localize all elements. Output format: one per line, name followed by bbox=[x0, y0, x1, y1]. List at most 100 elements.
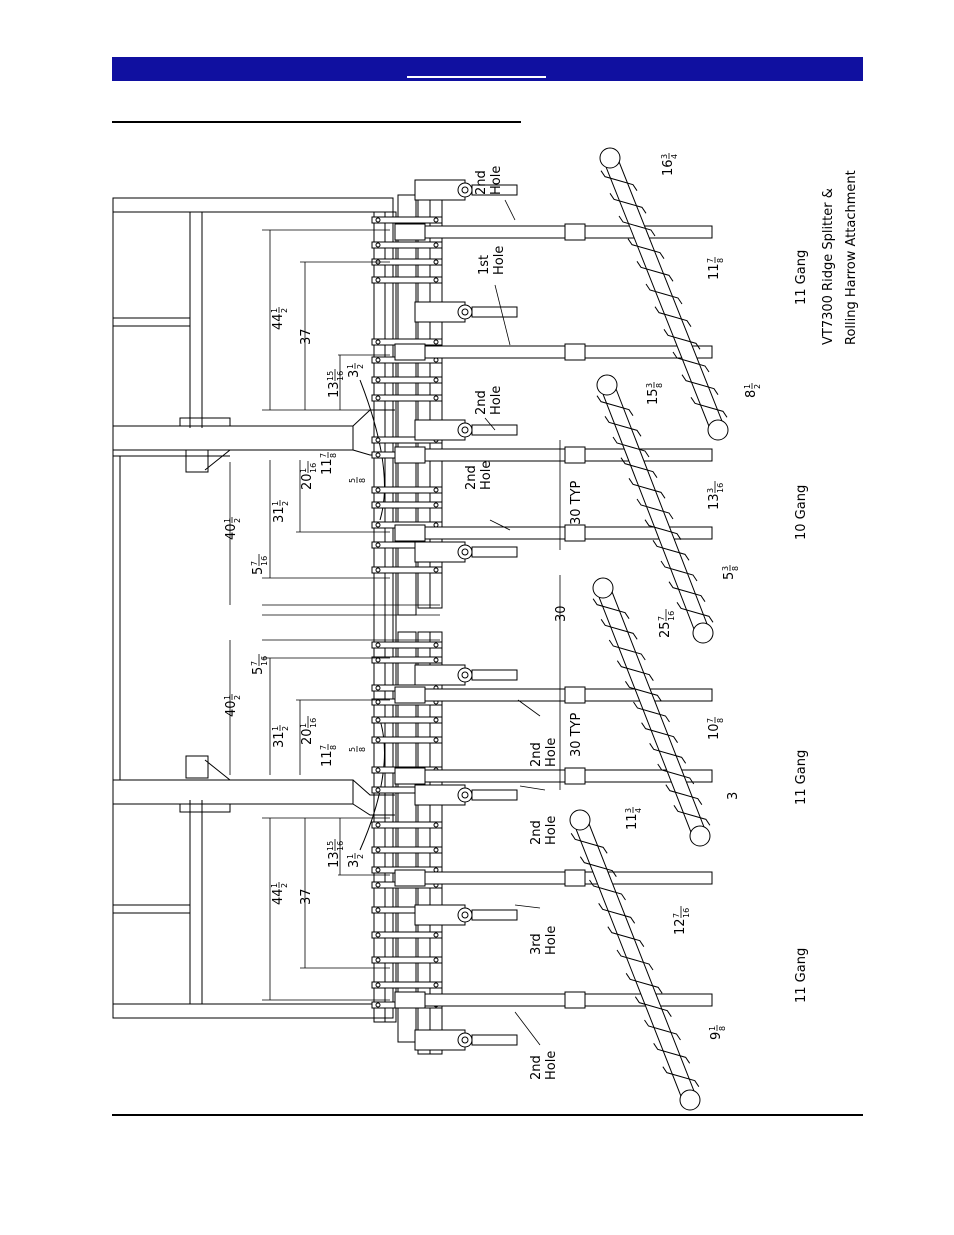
toolbar-clamp bbox=[371, 956, 443, 964]
harrow-gang bbox=[569, 809, 701, 1111]
gang-label: 10 Gang bbox=[794, 485, 809, 540]
dimension-whole: 9 bbox=[709, 1032, 724, 1040]
harrow-gang bbox=[592, 577, 711, 847]
toolbar-clamp bbox=[371, 846, 443, 854]
ridge-splitter-standard bbox=[414, 784, 518, 806]
hole-label-line: 2nd bbox=[474, 170, 489, 195]
dimension-denominator: 8 bbox=[358, 478, 367, 483]
toolbar-clamps bbox=[371, 216, 443, 1009]
dimension-numerator: 7 bbox=[319, 453, 328, 458]
toolbar-clamp bbox=[371, 566, 443, 574]
section-rule bbox=[112, 121, 521, 123]
hole-label-line: Hole bbox=[544, 738, 559, 767]
dimension-denominator: 8 bbox=[716, 258, 725, 263]
ridge-splitter-standard bbox=[414, 301, 518, 323]
dimension-denominator: 8 bbox=[718, 1026, 727, 1031]
spacing-label: 30 TYP bbox=[569, 480, 584, 525]
dimension-lines bbox=[229, 229, 561, 1001]
harrow-gang bbox=[599, 147, 729, 441]
dimension-numerator: 15 bbox=[326, 371, 335, 381]
dimension-whole: 25 bbox=[658, 621, 673, 638]
dimension-numerator: 5 bbox=[348, 747, 357, 752]
toolbar-clamp bbox=[371, 216, 443, 224]
dimension-whole: 20 bbox=[300, 728, 315, 745]
title-line-2: Rolling Harrow Attachment bbox=[844, 170, 859, 345]
toolbar-clamp bbox=[371, 501, 443, 509]
dimension-numerator: 1 bbox=[270, 883, 279, 888]
dimension-whole: 12 bbox=[673, 918, 688, 935]
dimension-whole: 31 bbox=[272, 731, 287, 748]
dimension-whole: 37 bbox=[299, 888, 314, 905]
toolbar-clamp bbox=[371, 736, 443, 744]
hole-label-line: Hole bbox=[544, 816, 559, 845]
dimension-denominator: 16 bbox=[667, 611, 676, 621]
gang-label: 11 Gang bbox=[794, 750, 809, 805]
toolbar-clamp bbox=[371, 376, 443, 384]
gang-labels: 11 Gang 10 Gang 11 Gang 11 Gang bbox=[794, 250, 809, 1003]
ridge-splitter-standard bbox=[414, 179, 518, 201]
hole-label-line: 2nd bbox=[474, 390, 489, 415]
toolbar-clamp bbox=[371, 981, 443, 989]
shank-arm bbox=[394, 767, 713, 785]
shank-arm bbox=[394, 343, 713, 361]
dimension-numerator: 1 bbox=[299, 468, 308, 473]
dimension-numerator: 3 bbox=[624, 808, 633, 813]
ridge-splitter-standard bbox=[414, 664, 518, 686]
dimension-numerator: 7 bbox=[319, 745, 328, 750]
spacing-label: 30 TYP bbox=[569, 712, 584, 757]
dimension-whole: 10 bbox=[707, 723, 722, 740]
toolbar-clamp bbox=[371, 716, 443, 724]
dimension-whole: 5 bbox=[251, 567, 266, 575]
toolbar-clamp bbox=[371, 931, 443, 939]
dimension-whole: 11 bbox=[707, 263, 722, 280]
spacing-labels: 30 TYP 30 30 TYP bbox=[554, 480, 584, 757]
tractor-frame bbox=[112, 197, 395, 1019]
dimension-denominator: 2 bbox=[356, 854, 365, 859]
gang-label: 11 Gang bbox=[794, 250, 809, 305]
dimension-denominator: 2 bbox=[233, 518, 242, 523]
dimension-whole: 15 bbox=[646, 388, 661, 405]
dimension-denominator: 16 bbox=[260, 556, 269, 566]
dimension-numerator: 1 bbox=[346, 854, 355, 859]
dimension-numerator: 15 bbox=[326, 841, 335, 851]
shank-arm bbox=[394, 223, 713, 241]
toolbar-clamp bbox=[371, 276, 443, 284]
dimension-denominator: 16 bbox=[336, 371, 345, 381]
hole-label-line: Hole bbox=[489, 166, 504, 195]
dimension-denominator: 8 bbox=[329, 453, 338, 458]
dimension-whole: 40 bbox=[224, 700, 239, 717]
dimension-numerator: 3 bbox=[660, 154, 669, 159]
dimension-denominator: 16 bbox=[260, 656, 269, 666]
dimension-numerator: 5 bbox=[348, 478, 357, 483]
dimension-denominator: 16 bbox=[682, 908, 691, 918]
shank-arm bbox=[394, 869, 713, 887]
harrow-shanks bbox=[394, 179, 713, 1051]
dimension-whole: 37 bbox=[299, 328, 314, 345]
dimension-denominator: 4 bbox=[670, 154, 679, 159]
toolbar-clamp bbox=[371, 641, 443, 649]
dimension-whole: 31 bbox=[272, 506, 287, 523]
dimension-whole: 13 bbox=[707, 493, 722, 510]
dimension-denominator: 8 bbox=[716, 718, 725, 723]
dimension-denominator: 16 bbox=[336, 841, 345, 851]
dimension-whole: 11 bbox=[625, 813, 640, 830]
dimension-label: 3 bbox=[726, 792, 741, 800]
dimension-numerator: 7 bbox=[706, 258, 715, 263]
